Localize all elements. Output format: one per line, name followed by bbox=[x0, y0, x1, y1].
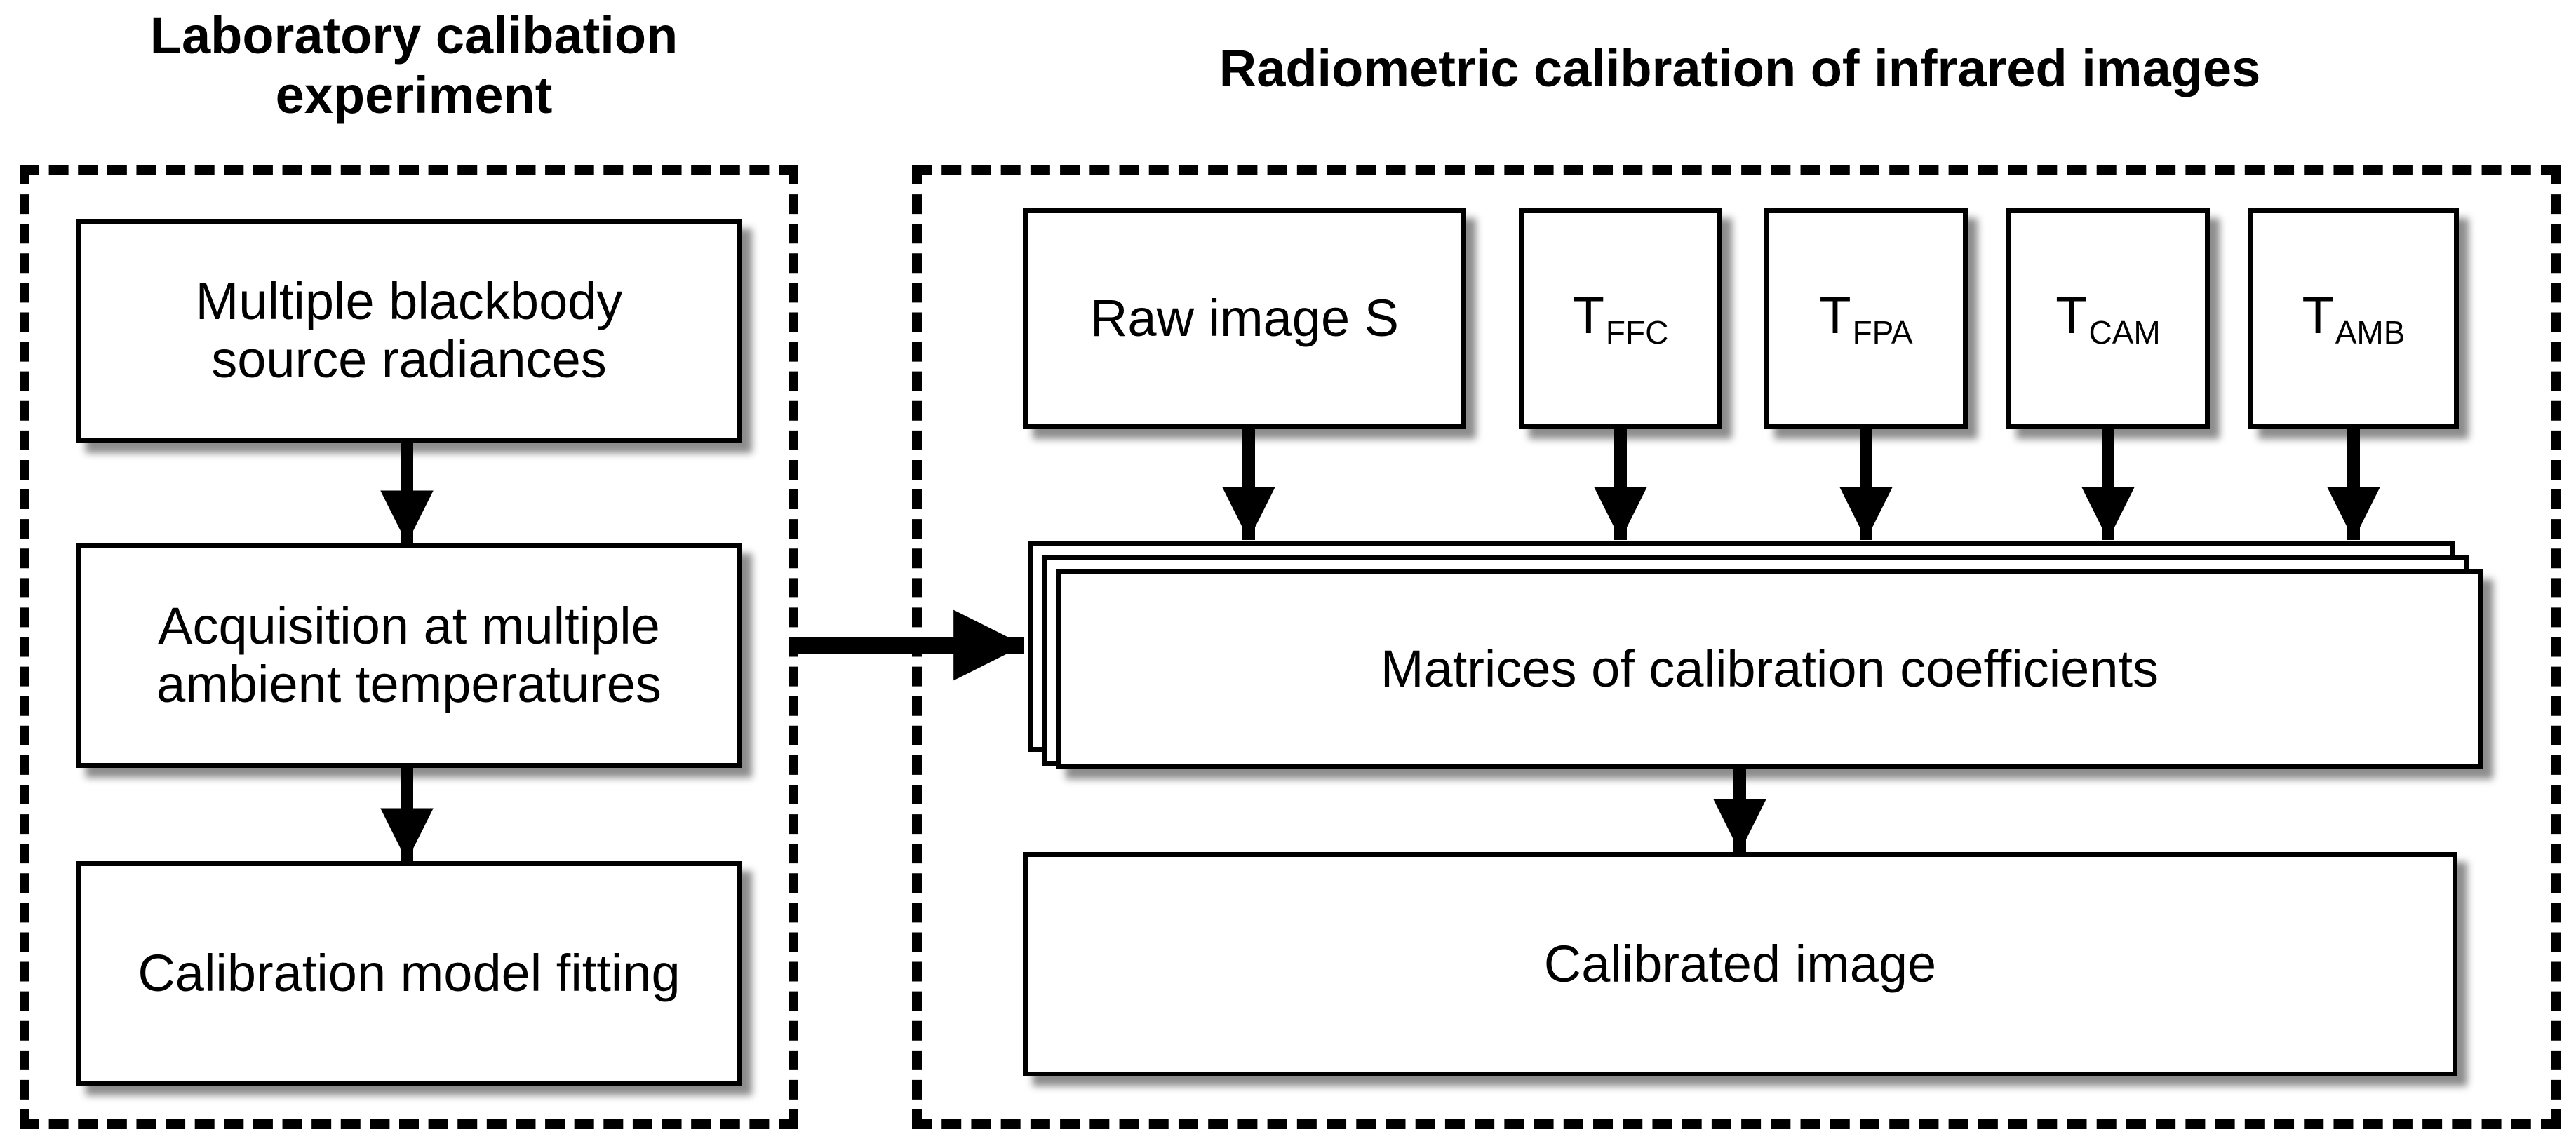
laboratory-region bbox=[20, 165, 798, 1129]
calibrated-image-label: Calibrated image bbox=[1543, 934, 1937, 993]
t-fpa-label: TFPA bbox=[1819, 285, 1913, 351]
blackbody-line2: source radiances bbox=[211, 330, 607, 389]
radiometric-region bbox=[912, 165, 2561, 1129]
calibrated-image-box: Calibrated image bbox=[1023, 852, 2457, 1076]
model-fitting-label: Calibration model fitting bbox=[137, 943, 680, 1002]
right-section-title: Radiometric calibration of infrared imag… bbox=[1219, 39, 2261, 97]
matrices-box: Matrices of calibration coefficients bbox=[1056, 569, 2483, 769]
t-ffc-label: TFFC bbox=[1572, 285, 1669, 351]
left-title-line2: experiment bbox=[275, 66, 553, 125]
t-amb-label: TAMB bbox=[2302, 285, 2406, 351]
left-title-line1: Laboratory calibation bbox=[149, 6, 678, 65]
acquisition-line2: ambient temperatures bbox=[156, 655, 662, 713]
matrices-label: Matrices of calibration coefficients bbox=[1380, 640, 2159, 698]
acquisition-line1: Acquisition at multiple bbox=[158, 597, 660, 656]
blackbody-line1: Multiple blackbody bbox=[195, 272, 623, 331]
blackbody-sources-box: Multiple blackbody source radiances bbox=[76, 219, 742, 443]
raw-image-label: Raw image S bbox=[1089, 289, 1400, 348]
t-ffc-box: TFFC bbox=[1519, 208, 1722, 429]
t-amb-box: TAMB bbox=[2248, 208, 2459, 429]
t-cam-label: TCAM bbox=[2055, 285, 2161, 351]
t-cam-box: TCAM bbox=[2006, 208, 2210, 429]
raw-image-box: Raw image S bbox=[1023, 208, 1466, 429]
acquisition-box: Acquisition at multiple ambient temperat… bbox=[76, 543, 742, 768]
t-fpa-box: TFPA bbox=[1764, 208, 1968, 429]
left-section-title: Laboratory calibation experiment bbox=[42, 6, 786, 125]
model-fitting-box: Calibration model fitting bbox=[76, 861, 742, 1086]
